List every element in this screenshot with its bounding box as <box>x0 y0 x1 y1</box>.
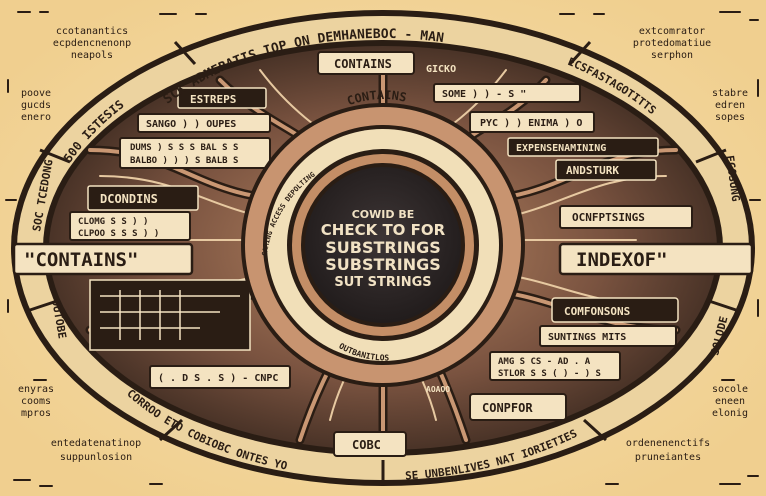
medallion <box>241 103 525 387</box>
medallion-line4-text: SUBSTRINGS <box>325 255 440 274</box>
corner-text-top-left-2-text: neapols <box>71 50 113 61</box>
corner-text-mid-right-1-text: edren <box>715 100 745 111</box>
medallion-line2-text: CHECK TO FOR <box>321 221 446 239</box>
corner-text-footer-left-0-text: entedatenatinop <box>51 438 141 449</box>
side-labels-right-text: INDEXOF" <box>576 249 668 271</box>
terminal-grid-left <box>89 279 251 351</box>
corner-text-bottom-left-2-text: mpros <box>21 408 51 419</box>
medallion-line3-text: SUBSTRINGS <box>325 238 440 257</box>
corner-text-mid-left-1-text: gucds <box>21 100 51 111</box>
medallion-center-text: COWID BE CHECK TO FOR SUBSTRINGS SUBSTRI… <box>321 208 446 290</box>
code-labels-cobc-text: COBC <box>352 438 381 452</box>
corner-text-bottom-left-0-text: enyras <box>18 384 54 395</box>
corner-text-top-right-0-text: extcomrator <box>639 26 705 37</box>
code-labels-amgs-1-text: STLOR S S ( ) - ) S <box>498 369 601 379</box>
code-labels: CONTAINS ESTREPS SANGO ) ) OUPES DUMS ) … <box>69 51 693 457</box>
ring-dividers <box>29 40 737 486</box>
code-labels-sango-text: SANGO ) ) OUPES <box>146 119 236 130</box>
corner-text-top-left-0-text: ccotanantics <box>56 26 128 37</box>
corner-text-top-right-2-text: serphon <box>651 50 693 61</box>
code-labels-top-contains-text: CONTAINS <box>334 57 392 71</box>
code-labels-expens-text: EXPENSENAMINING <box>516 143 606 154</box>
corner-text-footer-right-1-text: pruneiantes <box>635 452 701 463</box>
medallion-line1-text: COWID BE <box>352 208 415 221</box>
code-labels-cds-text: ( . D S . S ) - CNPC <box>158 373 278 384</box>
code-labels-dums-0-text: DUMS ) S S S BAL S S <box>130 143 238 153</box>
code-labels-estreps-text: ESTREPS <box>190 93 236 106</box>
corner-text-footer-right-0-text: ordenenenctifs <box>626 438 710 449</box>
code-labels-suntings-text: SUNTINGS MITS <box>548 332 626 343</box>
code-labels-gicko-text: GICKO <box>426 64 456 75</box>
code-labels-some-text: SOME ) ) - S " <box>442 89 526 100</box>
code-labels-clomg-1-text: CLPOO S S S ) ) <box>78 229 159 239</box>
code-labels-pyc-text: PYC ) ) ENIMA ) O <box>480 118 582 129</box>
code-labels-aoaoo-text: AOAOO <box>426 385 450 394</box>
code-labels-conpfor-text: CONPFOR <box>482 401 533 415</box>
corner-text-mid-right-0-text: stabre <box>712 88 748 99</box>
corner-texts: ccotanantics ecpdencnenonp neapols extco… <box>18 26 748 463</box>
side-labels-left-text: "CONTAINS" <box>24 249 138 271</box>
corner-text-bottom-right-1-text: eneen <box>715 396 745 407</box>
medallion-line5-text: SUT STRINGS <box>334 275 431 290</box>
code-labels-andsturk-text: ANDSTURK <box>566 164 619 177</box>
code-labels-dums-1-text: BALBO ) ) ) S BALB S <box>130 156 238 166</box>
code-labels-comfonsons-text: COMFONSONS <box>564 305 630 318</box>
corner-text-top-left-1-text: ecpdencnenonp <box>53 38 131 49</box>
corner-text-bottom-right-2-text: elonig <box>712 408 748 419</box>
ring-text-right-text: ECOSUNG <box>723 155 742 203</box>
indexof-side-label: INDEXOF" <box>558 242 754 276</box>
corner-text-mid-left-2-text: enero <box>21 112 51 123</box>
corner-text-bottom-left-1-text: cooms <box>21 396 51 407</box>
corner-text-bottom-right-0-text: socole <box>712 384 748 395</box>
corner-text-top-right-1-text: protedomatiue <box>633 38 711 49</box>
corner-text-footer-left-1-text: suppunlosion <box>60 452 132 463</box>
contains-side-label: "CONTAINS" <box>12 242 194 276</box>
code-labels-dcondins-text: DCONDINS <box>100 192 158 206</box>
code-labels-clomg-0-text: CLOMG S S ) ) <box>78 217 148 227</box>
code-labels-ocnfptsings-text: OCNFPTSINGS <box>572 211 645 224</box>
code-labels-amgs-0-text: AMG S CS - AD . A <box>498 357 591 367</box>
corner-text-mid-right-2-text: sopes <box>715 112 745 123</box>
corner-text-mid-left-0-text: poove <box>21 88 51 99</box>
